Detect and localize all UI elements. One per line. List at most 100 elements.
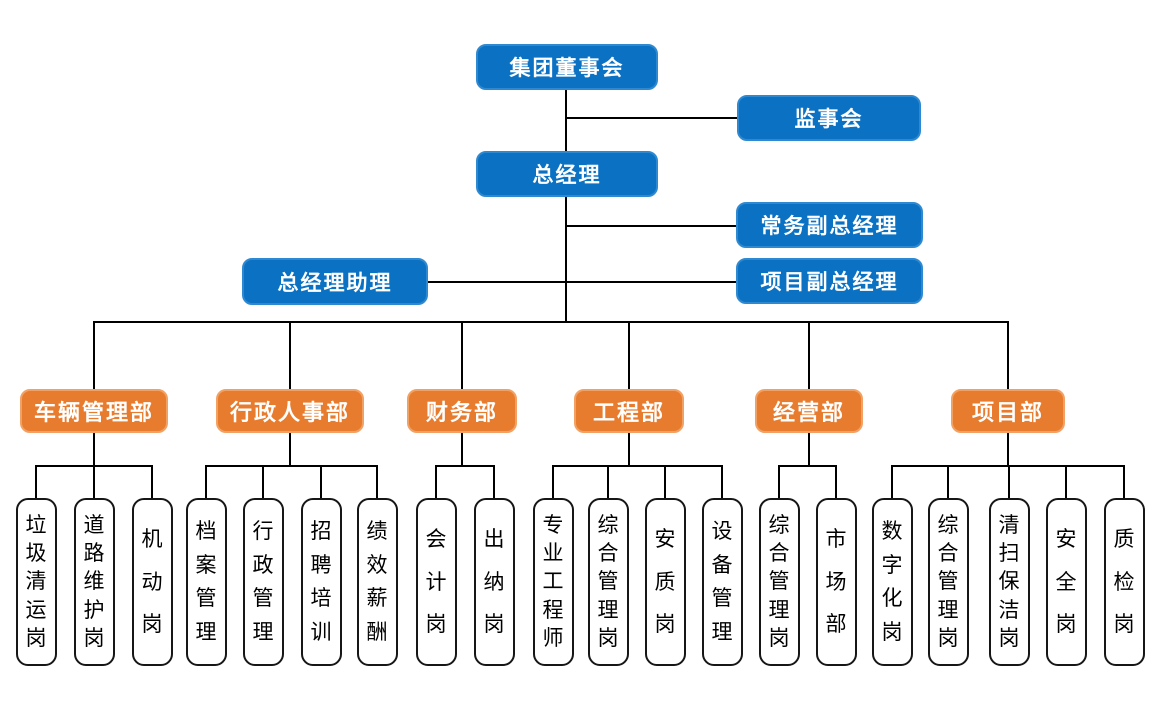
position-label-char: 洁 xyxy=(998,598,1020,622)
dept-label: 经营部 xyxy=(772,400,845,425)
connector-line xyxy=(493,466,495,498)
position-label-char: 绩 xyxy=(366,519,388,543)
position-label-char: 出 xyxy=(483,528,505,552)
position-label-char: 纳 xyxy=(483,570,505,594)
connector-line xyxy=(376,466,378,498)
connector-line xyxy=(1008,466,1010,498)
position-label-char: 岗 xyxy=(1113,612,1135,636)
position-label-char: 理 xyxy=(195,621,217,645)
position-label-char: 综 xyxy=(768,514,790,538)
position-label-char: 综 xyxy=(937,514,959,538)
connector-line xyxy=(262,466,264,498)
connector-line xyxy=(552,465,723,467)
position-label-char: 清 xyxy=(998,514,1020,538)
position-label-char: 政 xyxy=(252,553,274,577)
connector-line xyxy=(628,433,630,466)
position-box-admin-hr-0: 档案管理 xyxy=(185,498,227,666)
dept-label: 车辆管理部 xyxy=(33,400,154,425)
connector-line xyxy=(565,117,738,119)
connector-line xyxy=(808,322,810,389)
position-label-char: 岗 xyxy=(141,612,163,636)
connector-line xyxy=(552,466,554,498)
position-label-char: 案 xyxy=(195,553,217,577)
connector-line xyxy=(320,466,322,498)
connector-line xyxy=(778,466,780,498)
position-label-char: 字 xyxy=(881,553,903,577)
position-box-project-2: 清扫保洁岗 xyxy=(988,498,1030,666)
connector-line xyxy=(435,466,437,498)
position-label-char: 维 xyxy=(83,570,105,594)
position-box-project-0: 数字化岗 xyxy=(871,498,913,666)
position-box-vehicle-management-1: 道路维护岗 xyxy=(73,498,115,666)
position-label-char: 管 xyxy=(937,570,959,594)
node-general-manager-label: 总经理 xyxy=(532,164,602,187)
position-label-char: 岗 xyxy=(597,626,619,650)
position-label-char: 程 xyxy=(542,598,564,622)
position-label-char: 行 xyxy=(252,519,274,543)
position-box-engineering-0: 专业工程师 xyxy=(532,498,574,666)
dept-box-vehicle-management: 车辆管理部 xyxy=(20,389,168,433)
position-box-vehicle-management-0: 垃圾清运岗 xyxy=(15,498,57,666)
position-label-char: 酬 xyxy=(366,621,388,645)
position-box-project-3: 安全岗 xyxy=(1045,498,1087,666)
position-label-char: 师 xyxy=(542,626,564,650)
node-supervisory-board-label: 监事会 xyxy=(794,108,864,131)
position-box-project-4: 质检岗 xyxy=(1103,498,1145,666)
position-label-char: 质 xyxy=(654,570,676,594)
position-label-char: 培 xyxy=(310,587,332,611)
node-project-deputy-gm: 项目副总经理 xyxy=(736,258,923,304)
node-gm-assistant-label: 总经理助理 xyxy=(277,271,393,295)
connector-line xyxy=(835,466,837,498)
connector-line xyxy=(1065,466,1067,498)
position-label-char: 档 xyxy=(195,519,217,543)
position-label-char: 管 xyxy=(597,570,619,594)
position-box-vehicle-management-2: 机动岗 xyxy=(131,498,173,666)
position-label-char: 安 xyxy=(1055,528,1077,552)
position-label-char: 岗 xyxy=(998,626,1020,650)
connector-line xyxy=(721,466,723,498)
dept-label: 工程部 xyxy=(592,400,665,425)
connector-line xyxy=(891,466,893,498)
position-label-char: 部 xyxy=(825,612,847,636)
node-project-deputy-gm-label: 项目副总经理 xyxy=(760,271,899,294)
position-label-char: 效 xyxy=(366,553,388,577)
position-label-char: 理 xyxy=(711,621,733,645)
position-label-char: 岗 xyxy=(654,612,676,636)
node-gm-assistant: 总经理助理 xyxy=(242,258,428,305)
position-label-char: 运 xyxy=(25,598,47,622)
position-box-finance-0: 会计岗 xyxy=(415,498,457,666)
position-label-char: 场 xyxy=(825,570,847,594)
position-box-operations-1: 市场部 xyxy=(815,498,857,666)
position-label-char: 合 xyxy=(597,542,619,566)
connector-line xyxy=(664,466,666,498)
position-label-char: 岗 xyxy=(1055,612,1077,636)
position-label-char: 理 xyxy=(597,598,619,622)
connector-line xyxy=(565,90,567,322)
position-label-char: 数 xyxy=(881,519,903,543)
connector-line xyxy=(947,466,949,498)
position-label-char: 圾 xyxy=(25,542,47,566)
position-label-char: 全 xyxy=(1055,570,1077,594)
position-label-char: 护 xyxy=(83,598,105,622)
position-label-char: 岗 xyxy=(768,626,790,650)
position-label-char: 市 xyxy=(825,528,847,552)
position-label-char: 备 xyxy=(711,553,733,577)
connector-line xyxy=(461,433,463,466)
node-executive-deputy-gm-label: 常务副总经理 xyxy=(760,215,899,238)
position-label-char: 安 xyxy=(654,528,676,552)
position-label-char: 理 xyxy=(937,598,959,622)
position-label-char: 岗 xyxy=(483,612,505,636)
connector-line xyxy=(808,433,810,466)
position-label-char: 岗 xyxy=(25,626,47,650)
position-label-char: 管 xyxy=(711,587,733,611)
connector-line xyxy=(93,322,95,389)
connector-line xyxy=(205,465,378,467)
position-label-char: 合 xyxy=(937,542,959,566)
connector-line xyxy=(93,433,95,466)
position-label-char: 管 xyxy=(195,587,217,611)
position-label-char: 专 xyxy=(542,514,564,538)
position-label-char: 机 xyxy=(141,528,163,552)
position-label-char: 理 xyxy=(768,598,790,622)
position-box-project-1: 综合管理岗 xyxy=(927,498,969,666)
